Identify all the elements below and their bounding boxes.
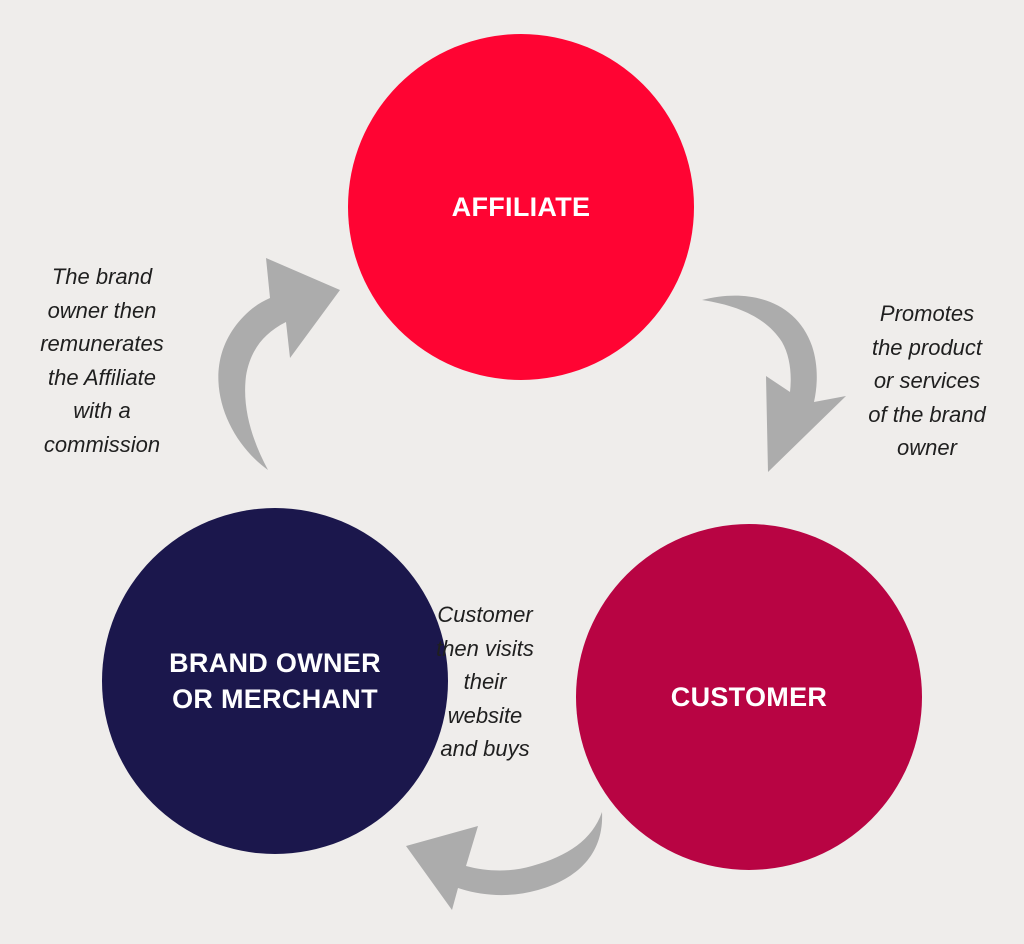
arrow-affiliate-to-customer: [702, 295, 846, 472]
arrow-customer-to-brand: [406, 812, 603, 910]
step-remunerate-text: The brand owner then remunerates the Aff…: [40, 264, 164, 457]
brand-owner-node: BRAND OWNER OR MERCHANT: [102, 508, 448, 854]
arrow-brand-to-affiliate: [218, 258, 340, 470]
customer-node: CUSTOMER: [576, 524, 922, 870]
brand-owner-label: BRAND OWNER OR MERCHANT: [169, 648, 381, 714]
step-promote-text: Promotes the product or services of the …: [868, 301, 986, 460]
affiliate-node: AFFILIATE: [348, 34, 694, 380]
step-visit-text: Customer then visits their website and b…: [436, 602, 534, 761]
customer-label: CUSTOMER: [670, 682, 828, 712]
affiliate-label: AFFILIATE: [451, 192, 591, 222]
